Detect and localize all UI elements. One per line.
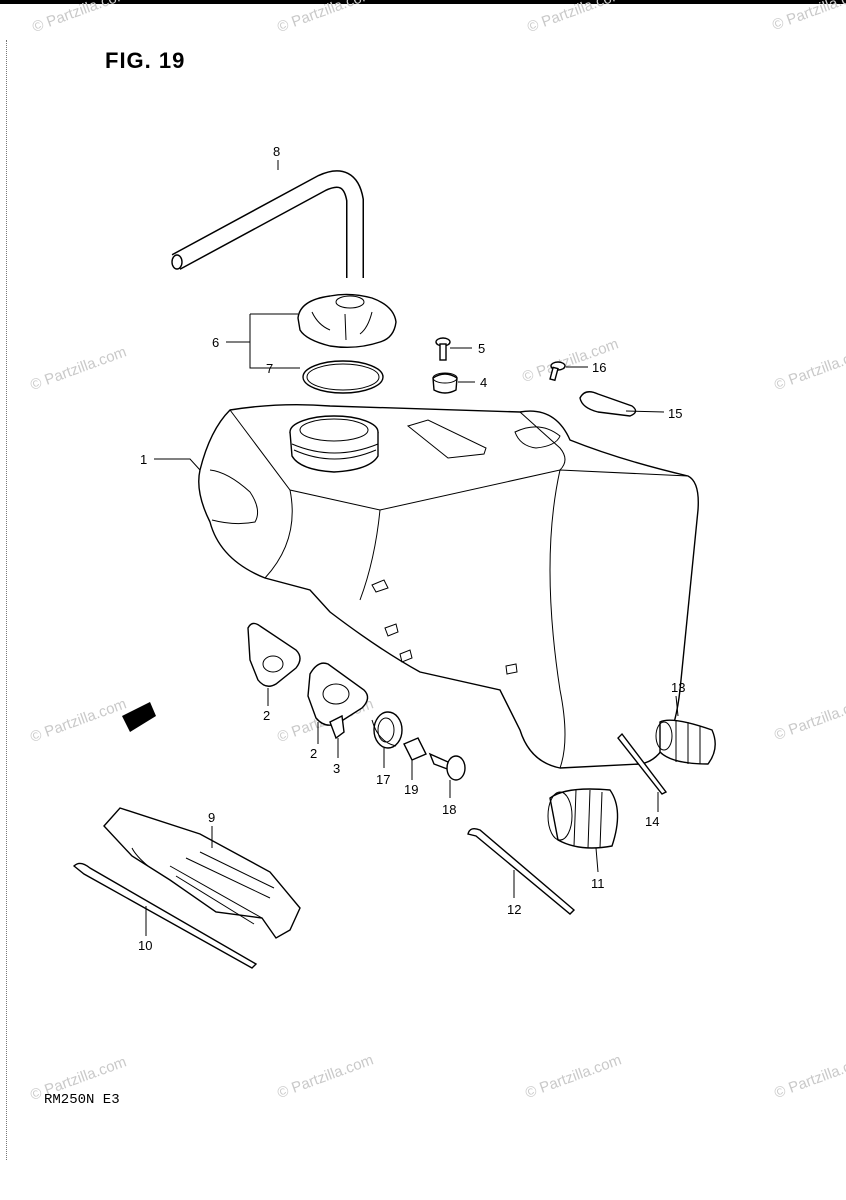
tank-bracket — [307, 662, 369, 726]
callout-17: 17 — [376, 772, 390, 787]
cable-tie — [72, 862, 258, 969]
leader-lines — [145, 160, 679, 936]
bracket-screw — [329, 714, 345, 740]
bolt — [435, 337, 451, 361]
figure-title: FIG. 19 — [105, 48, 186, 73]
cap-gasket — [302, 360, 384, 394]
top-border — [0, 0, 846, 4]
mounting-bolt — [428, 752, 466, 781]
protector-pad — [103, 807, 301, 939]
callout-9: 9 — [208, 810, 215, 825]
callout-1: 1 — [140, 452, 147, 467]
small-bolt — [549, 361, 566, 382]
callout-16: 16 — [592, 360, 606, 375]
model-code: RM250N E3 — [44, 1092, 120, 1108]
callout-4: 4 — [480, 375, 487, 390]
callout-19: 19 — [404, 782, 418, 797]
callout-10: 10 — [138, 938, 152, 953]
callout-14: 14 — [645, 814, 659, 829]
callout-3: 3 — [333, 761, 340, 776]
callout-2: 2 — [310, 746, 317, 761]
fuel-tank — [198, 403, 699, 769]
fuel-cap — [297, 293, 397, 349]
callout-8: 8 — [273, 144, 280, 159]
callout-12: 12 — [507, 902, 521, 917]
forward-arrow-icon — [122, 702, 156, 732]
large-boot — [547, 788, 619, 849]
scan-edge — [6, 40, 7, 1160]
callout-2: 2 — [263, 708, 270, 723]
callout-6: 6 — [212, 335, 219, 350]
tank-clip — [579, 391, 637, 417]
callout-13: 13 — [671, 680, 685, 695]
callout-7: 7 — [266, 361, 273, 376]
callout-18: 18 — [442, 802, 456, 817]
cable-tie — [467, 827, 576, 915]
callout-labels: 1 2 2 3 4 5 6 7 8 9 10 11 12 13 14 15 16… — [138, 144, 685, 953]
grommet — [371, 711, 403, 749]
rubber-boot — [655, 719, 716, 765]
callout-5: 5 — [478, 341, 485, 356]
breather-hose — [171, 170, 364, 278]
cable-tie — [617, 732, 668, 795]
callout-15: 15 — [668, 406, 682, 421]
callout-11: 11 — [591, 876, 605, 891]
cushion — [432, 372, 458, 394]
collar — [403, 737, 427, 761]
tank-bracket — [247, 622, 301, 687]
